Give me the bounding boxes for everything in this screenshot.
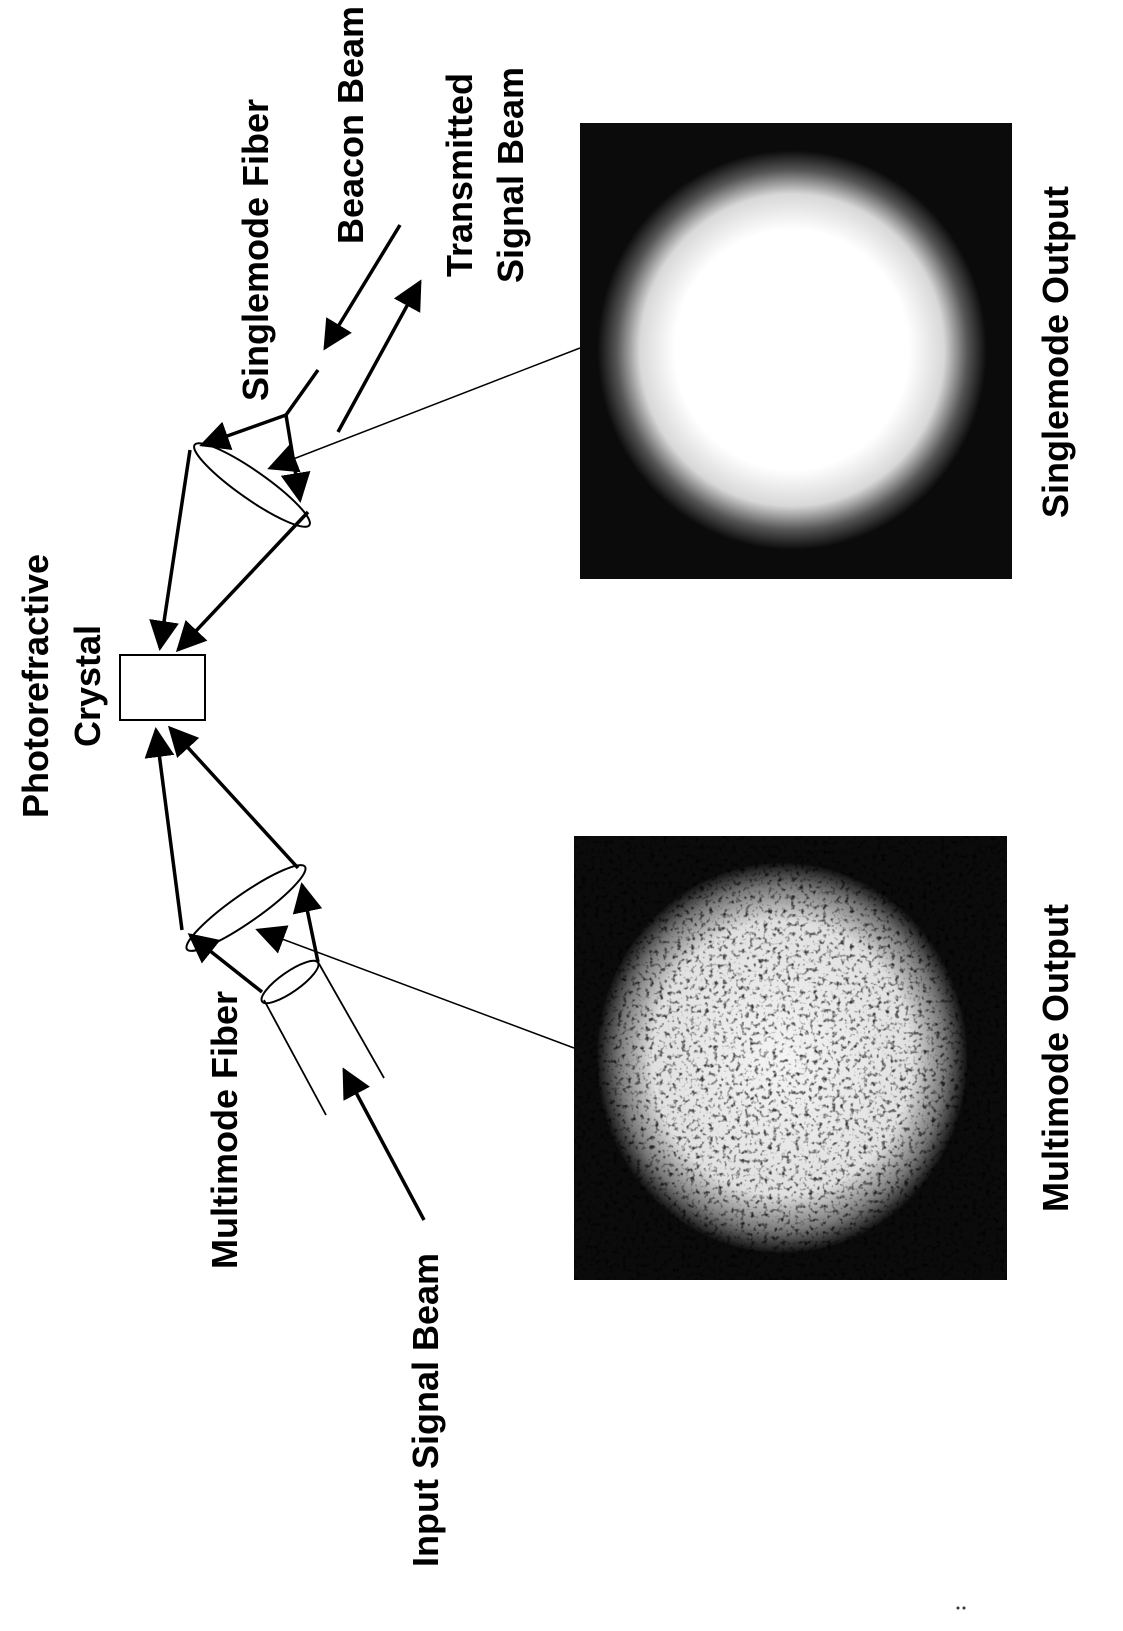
scan-dot bbox=[956, 1606, 960, 1610]
beacon-beam-label: Beacon Beam bbox=[330, 6, 371, 244]
singlemode-pointer-line bbox=[267, 347, 581, 473]
singlemode-lens bbox=[193, 442, 311, 528]
scan-dot bbox=[962, 1606, 966, 1610]
singlemode-fiber-line-a bbox=[199, 413, 287, 451]
multimode-pointer-line bbox=[255, 925, 575, 1049]
input-signal-beam-label: Input Signal Beam bbox=[405, 1253, 446, 1567]
multimode-fiber-side-a bbox=[263, 999, 327, 1116]
singlemode-beam-lower bbox=[175, 510, 310, 653]
transmitted-signal-arrow bbox=[336, 279, 422, 433]
transmitted-label-line2: Signal Beam bbox=[490, 67, 531, 283]
multimode-fiber-end bbox=[260, 959, 320, 1005]
multimode-beam-upper bbox=[144, 727, 184, 931]
singlemode-output-image bbox=[580, 123, 1012, 579]
multimode-lens bbox=[185, 864, 307, 952]
input-signal-arrow bbox=[342, 1067, 426, 1221]
singlemode-output-label: Singlemode Output bbox=[1035, 186, 1076, 518]
beacon-beam-arrow bbox=[323, 224, 402, 351]
transmitted-label-line1: Transmitted bbox=[439, 73, 480, 277]
multimode-fiber-label: Multimode Fiber bbox=[204, 991, 245, 1269]
crystal-label-line1: Photorefractive bbox=[15, 554, 56, 818]
multimode-diverge-b bbox=[292, 882, 323, 963]
multimode-diverge-a bbox=[187, 933, 264, 994]
singlemode-beam-upper bbox=[149, 449, 192, 651]
singlemode-fiber-stub bbox=[284, 368, 320, 417]
photorefractive-crystal bbox=[119, 654, 206, 721]
crystal-label-line2: Crystal bbox=[67, 625, 108, 747]
multimode-output-label: Multimode Output bbox=[1035, 904, 1076, 1212]
multimode-beam-lower bbox=[167, 725, 300, 870]
multimode-output-image bbox=[574, 836, 1007, 1280]
singlemode-fiber-label: Singlemode Fiber bbox=[235, 99, 276, 401]
multimode-fiber-side-b bbox=[317, 961, 385, 1079]
